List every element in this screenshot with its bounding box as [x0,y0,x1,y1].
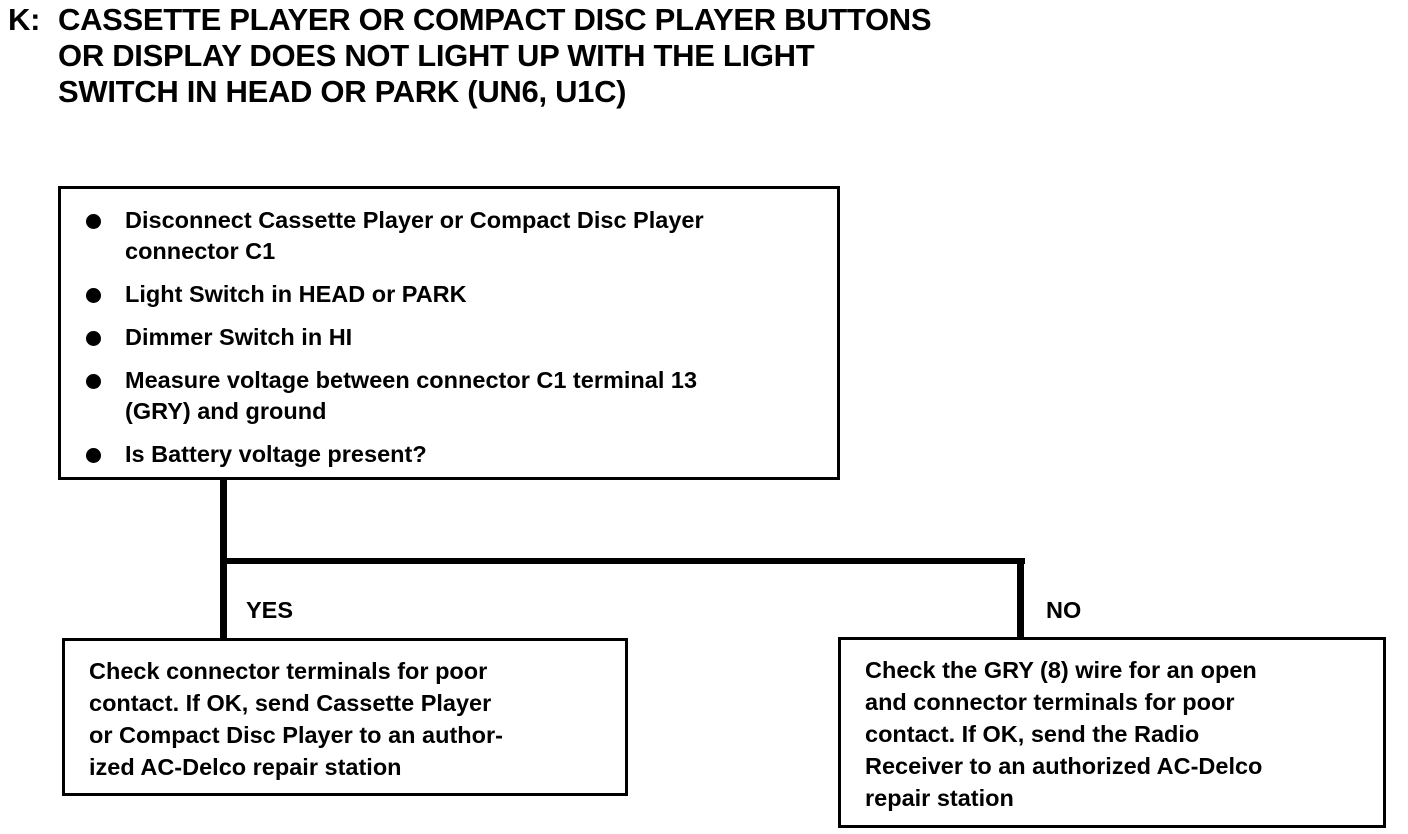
connector-line-yes [220,558,227,638]
result-line: Check connector terminals for poor [89,658,488,684]
title-line: OR DISPLAY DOES NOT LIGHT UP WITH THE LI… [58,38,815,73]
test-step-text: Is Battery voltage present? [125,441,427,467]
test-step-text: Disconnect Cassette Player or Compact Di… [125,207,704,233]
result-line: contact. If OK, send the Radio [865,721,1200,747]
result-line: Check the GRY (8) wire for an open [865,657,1257,683]
title-line: SWITCH IN HEAD OR PARK (UN6, U1C) [58,74,627,109]
test-step-text: Measure voltage between connector C1 ter… [125,367,698,393]
yes-result-text: Check connector terminals for poor conta… [89,655,615,783]
result-line: or Compact Disc Player to an author- [89,722,503,748]
test-step-item: Is Battery voltage present? [81,439,827,470]
no-result-box: Check the GRY (8) wire for an open and c… [838,637,1386,828]
yes-result-box: Check connector terminals for poor conta… [62,638,628,796]
result-line: repair station [865,785,1014,811]
no-branch-label: NO [1046,597,1082,623]
bullet-icon [86,331,101,346]
bullet-icon [86,214,101,229]
yes-branch-label: YES [246,597,294,623]
result-line: ized AC-Delco repair station [89,754,402,780]
bullet-icon [86,374,101,389]
no-result-text: Check the GRY (8) wire for an open and c… [865,654,1373,814]
test-step-list: Disconnect Cassette Player or Compact Di… [81,205,827,470]
diagram-title-letter: K: [8,2,41,37]
test-step-box: Disconnect Cassette Player or Compact Di… [58,186,840,480]
connector-line-main [220,480,227,562]
result-line: and connector terminals for poor [865,689,1235,715]
test-step-text: (GRY) and ground [125,398,327,424]
diagram-title: CASSETTE PLAYER OR COMPACT DISC PLAYER B… [58,2,1058,110]
title-line: CASSETTE PLAYER OR COMPACT DISC PLAYER B… [58,2,932,37]
test-step-item: Dimmer Switch in HI [81,322,827,353]
test-step-text: Light Switch in HEAD or PARK [125,281,467,307]
test-step-text: connector C1 [125,238,276,264]
connector-line-no [1017,558,1024,638]
test-step-item: Light Switch in HEAD or PARK [81,279,827,310]
test-step-text: Dimmer Switch in HI [125,324,353,350]
connector-line-horizontal [220,558,1025,564]
bullet-icon [86,448,101,463]
result-line: contact. If OK, send Cassette Player [89,690,492,716]
bullet-icon [86,288,101,303]
test-step-item: Disconnect Cassette Player or Compact Di… [81,205,827,267]
result-line: Receiver to an authorized AC-Delco [865,753,1263,779]
test-step-item: Measure voltage between connector C1 ter… [81,365,827,427]
